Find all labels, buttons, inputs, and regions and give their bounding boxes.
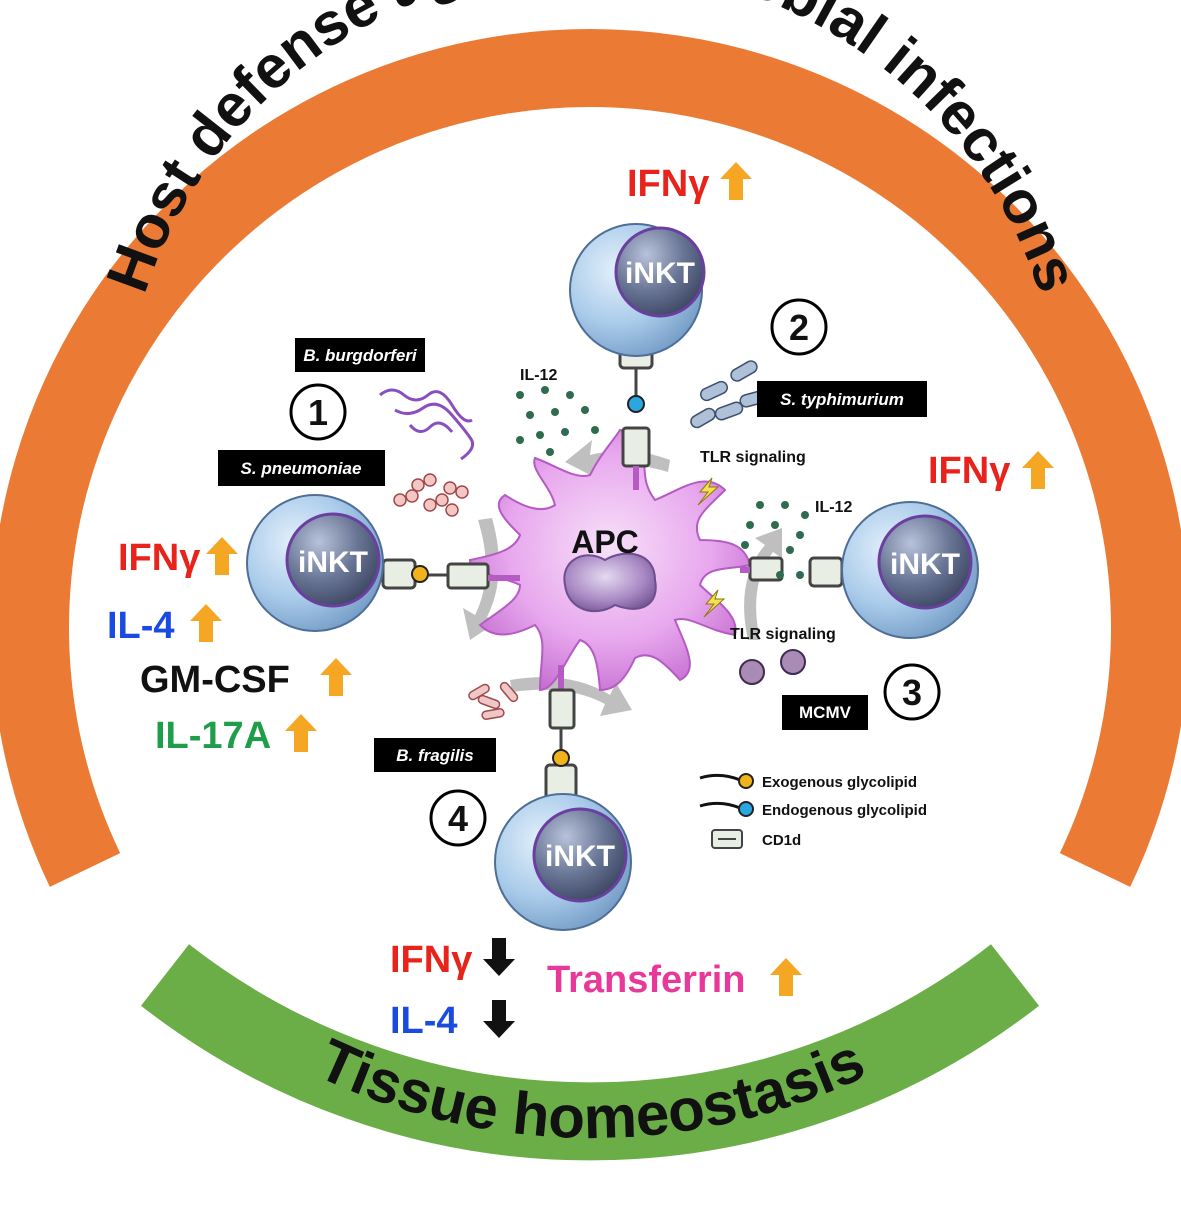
cytokine-left-il17a: IL-17A xyxy=(155,715,271,757)
exogenous-glycolipid-bottom xyxy=(552,749,570,767)
svg-text:MCMV: MCMV xyxy=(799,703,852,722)
inkt-label-left: iNKT xyxy=(298,546,368,579)
up-arrow-icon xyxy=(770,958,802,996)
inkt-cell-top: iNKT xyxy=(569,223,706,357)
cytokine-bottom-il4: IL-4 xyxy=(390,1000,458,1042)
svg-text:B. fragilis: B. fragilis xyxy=(396,746,473,765)
inkt-cell-left: iNKT xyxy=(246,494,384,632)
apc-cell: APC xyxy=(468,428,752,692)
svg-text:B. burgdorferi: B. burgdorferi xyxy=(303,346,418,365)
pathway-number-1: 1 xyxy=(289,383,347,441)
cytokine-left-ifng: IFNγ xyxy=(118,537,200,579)
il12-dots-top xyxy=(516,386,599,456)
inkt-label-bottom: iNKT xyxy=(545,840,615,873)
svg-text:S. pneumoniae: S. pneumoniae xyxy=(241,459,362,478)
b-burgdorferi-spirochete xyxy=(379,388,475,461)
il12-label-top: IL-12 xyxy=(520,367,557,384)
pathway-number-3: 3 xyxy=(883,663,941,721)
b-fragilis-rods xyxy=(468,681,519,720)
label-b-burgdorferi: B. burgdorferi xyxy=(295,338,425,372)
tlr-lightning-icon-right xyxy=(703,589,726,618)
label-s-pneumoniae: S. pneumoniae xyxy=(218,450,385,486)
up-arrow-icon xyxy=(285,714,317,752)
up-arrow-icon xyxy=(320,658,352,696)
legend-endogenous: Endogenous glycolipid xyxy=(699,801,927,819)
label-s-typhimurium: S. typhimurium xyxy=(757,381,927,417)
svg-text:3: 3 xyxy=(902,672,922,713)
inkt-label-top: iNKT xyxy=(625,257,695,290)
up-arrow-icon xyxy=(720,162,752,200)
svg-text:S. typhimurium: S. typhimurium xyxy=(780,390,904,409)
cytokine-left-gmcsf: GM-CSF xyxy=(140,659,290,701)
pathway-number-4: 4 xyxy=(429,789,487,847)
inkt-cell-right: iNKT xyxy=(841,501,979,639)
legend: Exogenous glycolipid Endogenous glycolip… xyxy=(699,773,927,849)
label-b-fragilis: B. fragilis xyxy=(374,738,496,772)
svg-text:2: 2 xyxy=(789,307,809,348)
cytokine-right-ifng: IFNγ xyxy=(928,450,1010,492)
cytokine-left-il4: IL-4 xyxy=(107,605,175,647)
legend-exogenous: Exogenous glycolipid xyxy=(699,773,917,791)
il12-label-right: IL-12 xyxy=(815,499,852,516)
tlr-lightning-icon-top xyxy=(697,477,720,506)
label-mcmv: MCMV xyxy=(782,695,868,730)
svg-text:CD1d: CD1d xyxy=(762,832,801,849)
tcr-cd1d-right xyxy=(740,556,844,588)
il12-dots-right xyxy=(741,501,809,579)
svg-text:4: 4 xyxy=(448,798,468,839)
up-arrow-icon xyxy=(190,604,222,642)
inkt-cell-bottom: iNKT xyxy=(494,793,632,931)
down-arrow-icon xyxy=(483,938,515,976)
cytokine-top-ifng: IFNγ xyxy=(627,163,709,205)
s-typhimurium-rods xyxy=(690,360,767,429)
svg-text:Endogenous glycolipid: Endogenous glycolipid xyxy=(762,802,927,819)
cytokine-bottom-ifng: IFNγ xyxy=(390,939,472,981)
pathway-number-2: 2 xyxy=(770,298,828,356)
tlr-label-right: TLR signaling xyxy=(730,626,836,643)
apc-label: APC xyxy=(571,524,639,560)
svg-text:Exogenous glycolipid: Exogenous glycolipid xyxy=(762,774,917,791)
bottom-green-arc xyxy=(140,944,1040,1161)
up-arrow-icon xyxy=(206,537,238,575)
legend-cd1d: CD1d xyxy=(711,829,801,849)
endogenous-glycolipid-top xyxy=(627,395,645,413)
inkt-label-right: iNKT xyxy=(890,548,960,581)
down-arrow-icon xyxy=(483,1000,515,1038)
exogenous-glycolipid-left xyxy=(411,565,429,583)
s-pneumoniae-cocci xyxy=(393,473,469,517)
cytokine-transferrin: Transferrin xyxy=(547,959,746,1001)
svg-text:1: 1 xyxy=(308,392,328,433)
top-orange-arc xyxy=(0,29,1181,887)
up-arrow-icon xyxy=(1022,451,1054,489)
tlr-label-top: TLR signaling xyxy=(700,449,806,466)
mcmv-virions xyxy=(739,649,806,685)
